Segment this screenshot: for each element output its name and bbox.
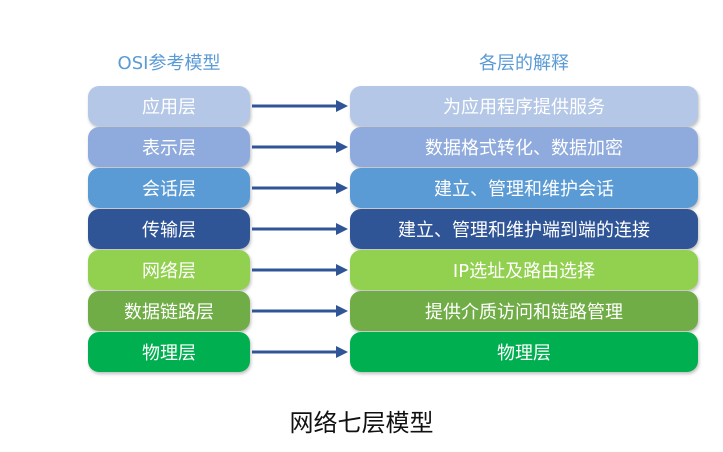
layer-label: 物理层: [142, 343, 196, 364]
desc-label: 物理层: [497, 343, 551, 364]
layer-box-presentation: 表示层: [88, 127, 250, 167]
left-column-header: OSI参考模型: [117, 53, 221, 74]
arrow-session: [252, 182, 348, 194]
layer-label: 数据链路层: [124, 302, 214, 323]
desc-label: IP选址及路由选择: [452, 261, 596, 282]
right-column-header: 各层的解释: [479, 53, 569, 74]
layer-label: 会话层: [142, 179, 196, 200]
desc-label: 建立、管理和维护会话: [434, 179, 614, 200]
layer-box-network: 网络层: [88, 250, 250, 290]
layer-label: 应用层: [142, 97, 196, 118]
diagram-caption: 网络七层模型: [289, 409, 434, 437]
desc-box-network: IP选址及路由选择: [350, 250, 698, 290]
layer-box-data-link: 数据链路层: [88, 291, 250, 331]
layer-box-transport: 传输层: [88, 209, 250, 249]
arrow-network: [252, 264, 348, 276]
desc-label: 建立、管理和维护端到端的连接: [398, 220, 650, 241]
desc-label: 提供介质访问和链路管理: [425, 302, 623, 323]
arrow-presentation: [252, 141, 348, 153]
desc-label: 为应用程序提供服务: [443, 97, 605, 118]
arrow-transport: [252, 223, 348, 235]
desc-box-presentation: 数据格式转化、数据加密: [350, 127, 698, 167]
layer-box-session: 会话层: [88, 168, 250, 208]
desc-box-session: 建立、管理和维护会话: [350, 168, 698, 208]
arrow-data-link: [252, 305, 348, 317]
layer-box-physical: 物理层: [88, 332, 250, 372]
desc-label: 数据格式转化、数据加密: [425, 138, 623, 159]
desc-box-transport: 建立、管理和维护端到端的连接: [350, 209, 698, 249]
desc-box-application: 为应用程序提供服务: [350, 86, 698, 126]
layer-label: 网络层: [142, 261, 196, 282]
desc-box-physical: 物理层: [350, 332, 698, 372]
layer-label: 表示层: [142, 138, 196, 159]
arrow-physical: [252, 346, 348, 358]
layer-box-application: 应用层: [88, 86, 250, 126]
layer-label: 传输层: [142, 220, 196, 241]
arrow-application: [252, 100, 348, 112]
desc-box-data-link: 提供介质访问和链路管理: [350, 291, 698, 331]
